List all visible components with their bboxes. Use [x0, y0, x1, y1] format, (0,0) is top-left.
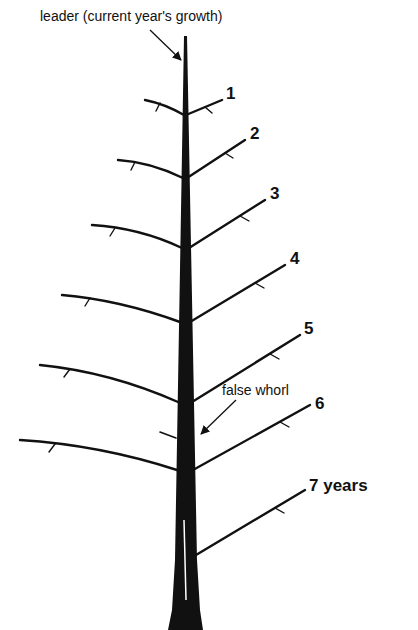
callout-number: 3 [270, 184, 279, 204]
trunk [168, 36, 203, 630]
leader-lines [150, 30, 236, 434]
callout-number: 4 [290, 249, 299, 269]
callout-number: 1 [226, 84, 235, 104]
false-whorl-label: false whorl [222, 382, 289, 399]
callout-number: 5 [304, 319, 313, 339]
branches [20, 100, 310, 555]
leader-label: leader (current year's growth) [40, 8, 222, 25]
callout-number: 7 years [309, 476, 368, 496]
twigs [49, 103, 289, 513]
callout-number: 2 [250, 124, 259, 144]
callout-number: 6 [315, 394, 324, 414]
